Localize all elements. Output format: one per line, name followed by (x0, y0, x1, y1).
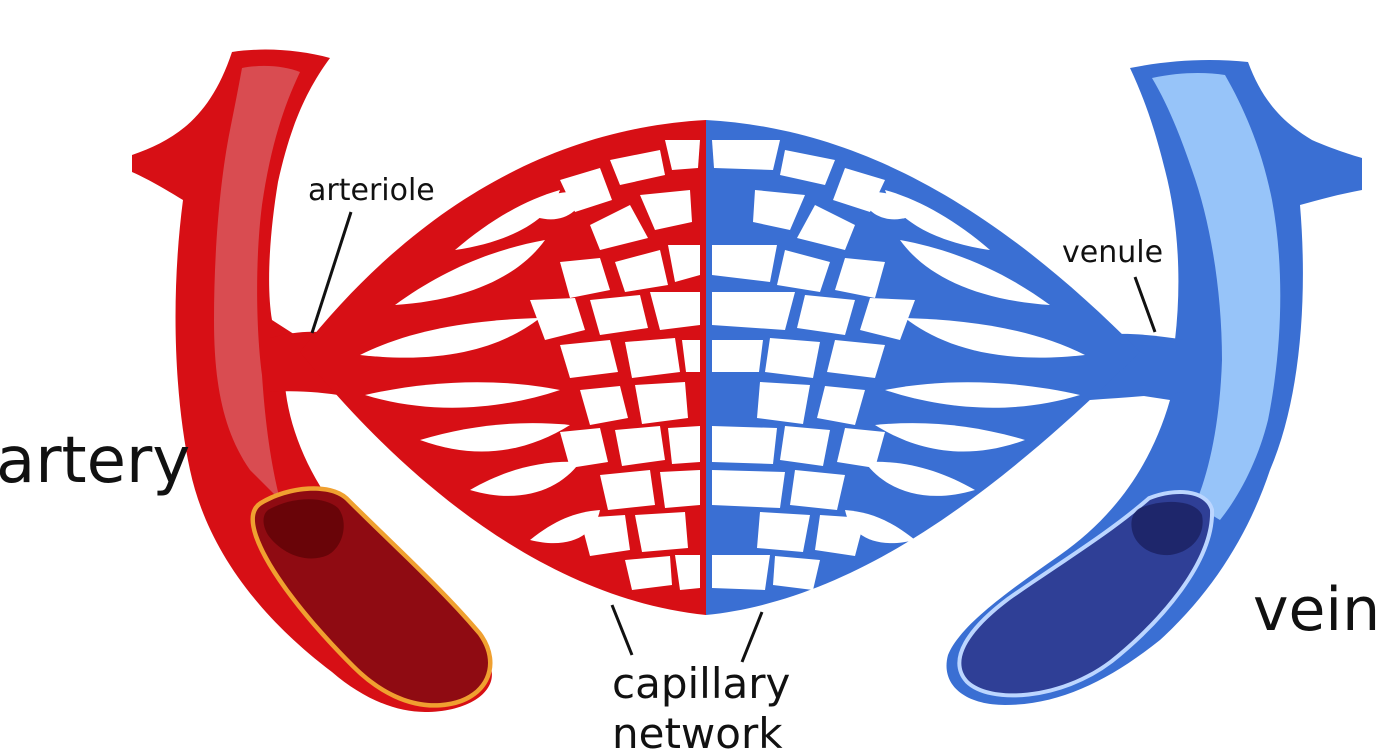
capillary-leader-line-left (610, 604, 634, 656)
capillary-label-line2: network (612, 709, 783, 753)
venule-label: venule (1062, 235, 1163, 270)
vein-highlight (1152, 73, 1281, 521)
vein-label: vein (1253, 575, 1380, 645)
artery-label: artery (0, 424, 190, 498)
arteriole-label: arteriole (308, 173, 435, 208)
venule-leader-line (1133, 276, 1157, 333)
capillary-label-line1: capillary (612, 659, 790, 708)
vein-lumen (957, 490, 1215, 698)
leader-lines (310, 211, 1157, 663)
capillary-leader-line-right (740, 611, 764, 663)
capillary-network (270, 120, 1185, 615)
artery-highlight (214, 65, 300, 501)
capillary-gaps (360, 140, 1085, 590)
artery-lumen (250, 486, 493, 708)
arteriole-leader-line (310, 211, 353, 334)
